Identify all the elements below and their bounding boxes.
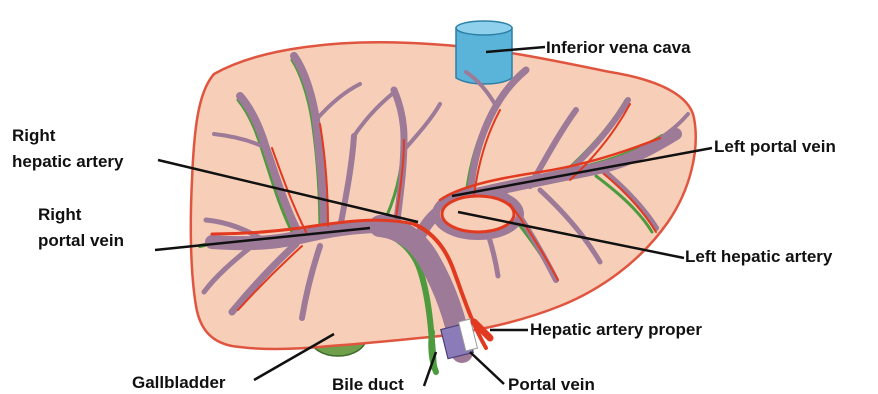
inferior-vena-cava-shape — [456, 21, 512, 84]
label-left-portal-vein: Left portal vein — [714, 137, 836, 156]
label-left-hepatic-artery: Left hepatic artery — [685, 247, 833, 266]
label-inferior-vena-cava: Inferior vena cava — [546, 38, 691, 57]
label-right-portal-vein-line1: Right — [38, 205, 82, 224]
label-gallbladder: Gallbladder — [132, 373, 226, 392]
label-right-portal-vein-line2: portal vein — [38, 231, 124, 250]
label-portal-vein: Portal vein — [508, 375, 595, 394]
leader-portal-vein — [470, 352, 504, 384]
left-portal-loop — [436, 192, 520, 236]
label-bile-duct: Bile duct — [332, 375, 404, 394]
label-right-hepatic-artery-line1: Right — [12, 126, 56, 145]
label-hepatic-artery-proper: Hepatic artery proper — [530, 320, 702, 339]
label-right-hepatic-artery-line2: hepatic artery — [12, 152, 124, 171]
